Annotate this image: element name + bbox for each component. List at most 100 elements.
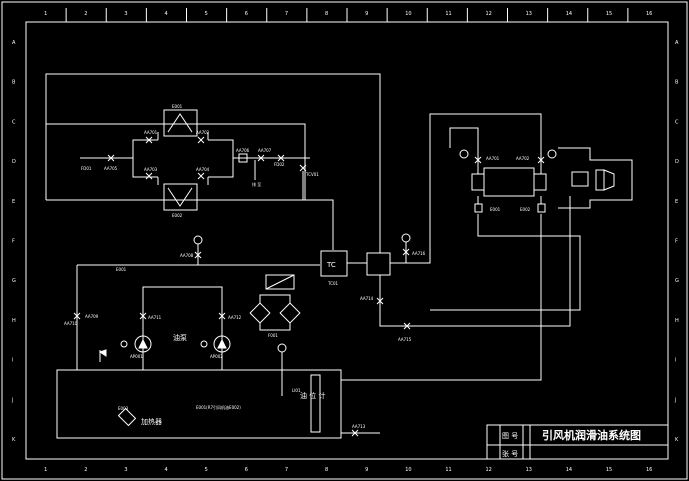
border-row-K-left: K	[12, 437, 16, 443]
heater-label: 加热器	[141, 417, 162, 426]
border-column-3-bottom: 3	[124, 467, 127, 473]
cooler-top-tag: E001	[172, 104, 183, 109]
valve-aa701: AA701	[144, 130, 158, 135]
border-row-G-right: G	[675, 278, 679, 284]
border-column-11-top: 11	[445, 11, 451, 17]
border-row-E-left: E	[12, 199, 15, 205]
border-column-14-top: 14	[566, 11, 572, 17]
border-column-16-bottom: 16	[646, 467, 652, 473]
valve-aa708: AA708	[180, 253, 194, 258]
border-column-2-top: 2	[84, 11, 87, 17]
border-column-12-bottom: 12	[485, 467, 491, 473]
border-column-6-top: 6	[245, 11, 248, 17]
border-column-10-top: 10	[405, 11, 411, 17]
valve-aa703: AA703	[144, 167, 158, 172]
valve-aa711: AA711	[148, 315, 162, 320]
header-tag: E001	[116, 267, 127, 272]
valve-aa710: AA710	[64, 321, 78, 326]
border-row-I-right: I	[675, 358, 676, 364]
pump-group-label: 油泵	[173, 333, 187, 342]
cooler-bottom: E002	[163, 183, 198, 218]
heater-tag: E003	[118, 406, 129, 411]
oil-filter: F001	[249, 274, 301, 338]
border-row-G-left: G	[12, 278, 16, 284]
cw-in-tag: FD01	[81, 166, 92, 171]
oil-pumps: AA711 AA712 AP001 AP002 油泵	[120, 286, 242, 370]
filter-tag: F001	[268, 333, 278, 338]
valve-aa716: AA716	[412, 251, 426, 256]
border-row-H-left: H	[12, 318, 16, 324]
border-row-H-right: H	[675, 318, 679, 324]
border-column-14-bottom: 14	[566, 467, 572, 473]
border-column-6-bottom: 6	[245, 467, 248, 473]
inner-frame	[25, 21, 669, 460]
border-column-16-top: 16	[646, 11, 652, 17]
title-label-sheet: 张 号	[502, 449, 518, 458]
border-column-4-bottom: 4	[164, 467, 167, 473]
border-column-8-bottom: 8	[325, 467, 328, 473]
border-marks: 1122334455667788991010111112121313141415…	[11, 8, 679, 473]
oil-tank: E001(R7引风机油E002) E003 加热器 LI01 油 位 计 AA7…	[56, 343, 380, 439]
pump-right-tag: AP002	[210, 354, 223, 359]
cw-out-tag: FD02	[274, 162, 285, 167]
border-row-J-right: J	[674, 397, 676, 403]
drain-label: 排 至	[252, 181, 261, 187]
valve-aa706: AA706	[236, 148, 250, 153]
tcv-tag: TCV01	[305, 172, 319, 177]
valve-aa714: AA714	[360, 296, 374, 301]
cooler-valves: AA701 AA702 AA703 AA704 FD01 AA705 AA706…	[81, 130, 285, 187]
valve-aa707: AA707	[258, 148, 272, 153]
title-label-drawing: 图 号	[502, 432, 518, 440]
valve-aa712: AA712	[228, 315, 242, 320]
border-column-7-bottom: 7	[285, 467, 288, 473]
border-row-D-left: D	[12, 159, 16, 165]
border-column-15-bottom: 15	[606, 467, 612, 473]
border-column-3-top: 3	[124, 11, 127, 17]
level-tag: LI01	[292, 388, 301, 393]
border-row-C-right: C	[675, 119, 679, 125]
valve-aa705: AA705	[104, 166, 118, 171]
drawing-title: 引风机润滑油系统图	[542, 428, 641, 442]
fan-bearings: AA701 AA702 E001 E002	[449, 127, 633, 213]
border-column-10-bottom: 10	[405, 467, 411, 473]
border-column-5-bottom: 5	[205, 467, 208, 473]
border-row-K-right: K	[675, 437, 679, 443]
pump-left-tag: AP001	[130, 354, 143, 359]
title-block: 图 号 张 号 引风机润滑油系统图	[486, 424, 669, 460]
valve-bearing-right: AA702	[516, 156, 530, 161]
border-row-I-left: I	[12, 358, 13, 364]
border-column-8-top: 8	[325, 11, 328, 17]
border-row-A-left: A	[12, 40, 16, 46]
cooler-bottom-tag: E002	[172, 213, 183, 218]
border-column-5-top: 5	[205, 11, 208, 17]
border-row-B-left: B	[12, 80, 16, 86]
tcv-valve: TCV01	[299, 164, 334, 250]
cooler-top: E001	[163, 104, 198, 137]
border-row-A-right: A	[675, 40, 679, 46]
bearing-left-tag: E001	[490, 207, 501, 212]
tc-label: TC	[326, 261, 336, 269]
tc-tag: TC01	[327, 281, 339, 286]
border-column-15-top: 15	[606, 11, 612, 17]
valve-aa713: AA713	[352, 424, 366, 429]
valve-aa709: AA709	[85, 314, 99, 319]
main-header: E001 AA708 AA709 AA710	[64, 235, 320, 370]
border-column-1-bottom: 1	[44, 467, 47, 473]
valve-aa702: AA702	[196, 130, 210, 135]
border-column-2-bottom: 2	[84, 467, 87, 473]
border-row-F-left: F	[12, 239, 15, 245]
border-row-E-right: E	[675, 199, 678, 205]
border-column-7-top: 7	[285, 11, 288, 17]
border-column-13-bottom: 13	[526, 467, 532, 473]
border-row-F-right: F	[675, 239, 678, 245]
border-column-9-top: 9	[365, 11, 368, 17]
border-row-B-right: B	[675, 80, 679, 86]
border-column-13-top: 13	[526, 11, 532, 17]
border-column-11-bottom: 11	[445, 467, 451, 473]
valve-aa715: AA715	[398, 337, 412, 342]
level-gauge-label: 油 位 计	[300, 391, 325, 400]
border-column-12-top: 12	[485, 11, 491, 17]
border-row-C-left: C	[12, 119, 16, 125]
